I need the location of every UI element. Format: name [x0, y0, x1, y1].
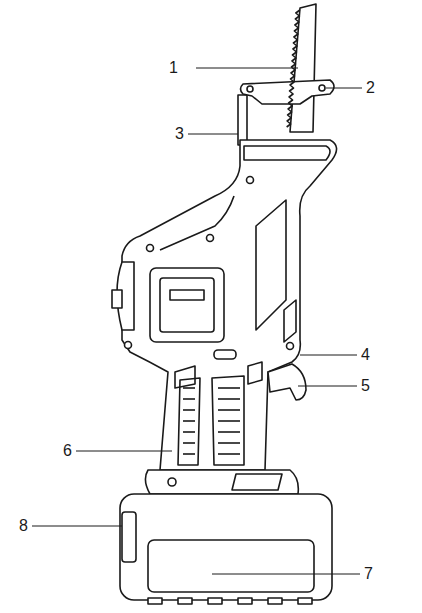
- leader-line: [326, 88, 362, 89]
- grip-rib: [183, 431, 195, 433]
- callout-number: 1: [169, 60, 178, 76]
- leader-line: [212, 574, 360, 575]
- side-window: [150, 268, 224, 342]
- housing-screw: [207, 235, 214, 242]
- housing-screw: [125, 342, 132, 349]
- leader-line: [32, 526, 122, 527]
- housing-seam: [160, 196, 234, 250]
- battery-foot: [208, 598, 222, 604]
- grip-rib: [218, 387, 240, 389]
- leader-line: [196, 68, 298, 69]
- callout-number: 7: [364, 566, 373, 582]
- battery-screw: [168, 478, 176, 486]
- nose-detail: [244, 146, 330, 160]
- battery-foot: [298, 598, 312, 604]
- grip-rib: [218, 398, 240, 400]
- grip-rib: [183, 398, 195, 400]
- battery-foot: [148, 598, 162, 604]
- grip-panel: [178, 378, 200, 465]
- housing-screw: [287, 343, 294, 350]
- leader-line: [300, 355, 357, 356]
- grip-rib: [218, 409, 240, 411]
- callout-number: 8: [19, 518, 28, 534]
- battery-foot: [238, 598, 252, 604]
- saw-housing: [122, 140, 337, 470]
- handle-vent: [284, 300, 296, 342]
- grip-rib: [218, 453, 240, 455]
- vent-patch: [175, 366, 195, 388]
- grip-rib: [183, 442, 195, 444]
- housing-screw: [247, 177, 254, 184]
- grip-ribs: [183, 388, 240, 454]
- battery-pack: [120, 494, 332, 600]
- grip-rib: [183, 387, 195, 389]
- grip-rib: [218, 431, 240, 433]
- grip-rib: [218, 420, 240, 422]
- grip-rib: [218, 442, 240, 444]
- battery-top: [145, 470, 298, 494]
- callout-number: 6: [63, 443, 72, 459]
- battery-latch: [232, 474, 282, 490]
- trigger: [268, 364, 306, 400]
- motor-switch: [112, 290, 122, 308]
- shoe-screw: [247, 86, 253, 92]
- grip-rib: [183, 409, 195, 411]
- shoe-screw: [319, 85, 325, 91]
- shoe-rod: [238, 95, 247, 145]
- leader-line: [76, 451, 172, 452]
- callout-number: 2: [366, 80, 375, 96]
- battery-foot: [268, 598, 282, 604]
- grip-panel: [212, 376, 244, 465]
- saw-shoe: [241, 80, 335, 104]
- battery-indicator: [122, 512, 136, 562]
- battery-foot: [178, 598, 192, 604]
- side-window-inner: [160, 278, 214, 332]
- direction-switch: [214, 350, 236, 359]
- callout-number: 4: [361, 347, 370, 363]
- battery-label: [148, 540, 314, 592]
- grip-rib: [183, 453, 195, 455]
- vent-slot: [170, 290, 204, 300]
- leader-line: [298, 386, 357, 387]
- leader-line: [188, 134, 238, 135]
- handle-window: [256, 200, 286, 330]
- callout-number: 5: [361, 378, 370, 394]
- vent-patch: [248, 362, 262, 384]
- grip-rib: [183, 420, 195, 422]
- housing-screw: [147, 245, 154, 252]
- battery-feet: [148, 598, 312, 604]
- callout-number: 3: [175, 126, 184, 142]
